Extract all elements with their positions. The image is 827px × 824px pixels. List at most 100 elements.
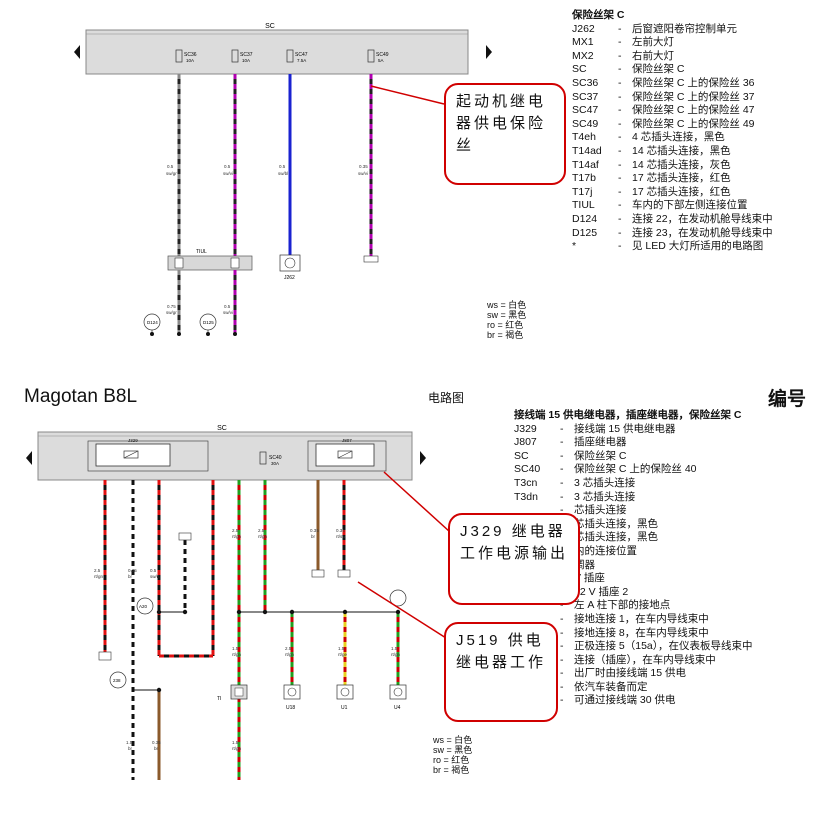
fuse-sc47: SC47 7.5A [286,49,308,63]
legend-desc: 4 芯插头连接，黑色 [632,131,725,144]
legend-code: J329 [514,422,537,435]
legend-code: SC40 [514,463,541,476]
legend-row: SC36-保险丝架 C 上的保险丝 36 [572,77,773,91]
legend-dash: - [618,240,622,253]
legend-desc: 正极连接 5（15a），在仪表板导线束中 [574,640,753,653]
legend-code: MX1 [572,36,594,49]
legend-dash: - [618,172,622,185]
svg-text:U4: U4 [394,705,401,711]
legend-dash: - [560,653,564,666]
ground-238 [109,671,127,689]
legend-dash: - [618,36,622,49]
legend-dash: - [560,667,564,680]
svg-text:0.5: 0.5 [224,164,231,169]
legend-desc: 接线端 15 供电继电器 [574,422,676,435]
svg-text:D124: D124 [147,320,158,325]
legend-desc: 左前大灯 [632,36,674,49]
legend-desc: 保险丝架 C 上的保险丝 36 [632,76,755,89]
legend-desc: 保险丝架 C 上的保险丝 37 [632,90,755,103]
legend-desc: 左 A 柱下部的接地点 [574,599,671,612]
legend-row: -连接（插座），在车内导线束中 [514,654,753,668]
svg-text:rt/gn: rt/gn [391,652,401,657]
legend-dash: - [618,76,622,89]
svg-text:J807: J807 [342,438,352,443]
svg-text:0.35: 0.35 [336,528,345,533]
scroll-left-arrow-top [74,45,80,59]
svg-text:br: br [311,534,316,539]
svg-text:1.5: 1.5 [391,646,398,651]
legend-desc: 连接（插座），在车内导线束中 [574,653,716,666]
legend-row: -左 A 柱下部的接地点 [514,599,753,613]
legend-dash: - [560,626,564,639]
component-u1: U1 [336,684,354,711]
svg-text:rt/ge: rt/ge [338,652,348,657]
legend-row: -出厂时由接线端 15 供电 [514,667,753,681]
fuse-sc36: SC36 10A [175,49,197,63]
legend-row: -正极连接 5（15a），在仪表板导线束中 [514,640,753,654]
legend-dash: - [618,158,622,171]
legend-desc: 车内的下部左侧连接位置 [632,199,748,212]
svg-text:SC49: SC49 [376,52,389,58]
legend-code: SC [572,63,587,76]
legend-dash: - [560,463,564,476]
legend-row: -接地连接 8，在车内导线束中 [514,627,753,641]
legend-row: T4eh-4 芯插头连接，黑色 [572,131,773,145]
fuse-sc40 [259,451,267,465]
svg-text:10A: 10A [242,58,250,63]
svg-text:sw/vi: sw/vi [223,310,233,315]
legend-dash: - [618,117,622,130]
legend-row: D124-连接 22，在发动机舱导线束中 [572,213,773,227]
svg-text:rt/gn: rt/gn [232,534,242,539]
legend-desc: 见 LED 大灯所适用的电路图 [632,240,764,253]
legend-desc: 芯插头连接，黑色 [574,531,658,544]
svg-text:2.5: 2.5 [94,568,101,573]
legend-desc: 3 芯插头连接 [574,490,636,503]
legend-dash: - [618,144,622,157]
legend-code: SC47 [572,104,599,117]
legend-desc: V 插座 [574,572,605,585]
relay-j807 [315,443,375,467]
legend-row: SC49-保险丝架 C 上的保险丝 49 [572,118,773,132]
svg-text:0.5: 0.5 [279,164,286,169]
legend-dash: - [618,212,622,225]
legend-code: J807 [514,436,537,449]
svg-text:J329: J329 [128,438,138,443]
svg-text:br: br [128,574,133,579]
legend-dash: - [560,449,564,462]
svg-text:238: 238 [113,678,121,683]
svg-text:U1: U1 [341,705,348,711]
legend-code: T4eh [572,131,596,144]
legend-dash: - [618,199,622,212]
svg-text:SC47: SC47 [295,52,308,58]
legend-dash: - [560,490,564,503]
legend-code: D125 [572,226,598,239]
legend-desc: 14 芯插头连接，黑色 [632,144,731,157]
legend-desc: 保险丝架 C 上的保险丝 40 [574,463,697,476]
svg-text:TI: TI [217,696,221,702]
svg-text:1.5: 1.5 [126,740,133,745]
svg-text:br: br [128,746,133,751]
bus-label-top: SC [265,23,275,30]
legend-bottom-header: 接线端 15 供电继电器，插座继电器，保险丝架 C [514,409,742,421]
svg-text:sw/gr: sw/gr [166,310,177,315]
svg-text:rt/gn: rt/gn [258,534,268,539]
legend-desc: 保险丝架 C [574,449,627,462]
legend-desc: 芯插头连接，黑色 [574,517,658,530]
svg-text:0.35: 0.35 [359,164,368,169]
diagram-label: 电路图 [428,391,465,405]
legend-row: SC37-保险丝架 C 上的保险丝 37 [572,91,773,105]
legend-dash: - [618,226,622,239]
model-title: Magotan B8L [24,386,138,407]
legend-dash: - [618,185,622,198]
callout-pointer-1 [383,471,451,533]
legend-code: T3dn [514,490,538,503]
legend-row: J807-插座继电器 [514,436,753,450]
legend-desc: 接地连接 8，在车内导线束中 [574,626,709,639]
legend-dash: - [560,422,564,435]
legend-row: J329 -接线端 15 供电继电器 [514,423,753,437]
svg-text:rt/gn: rt/gn [232,652,242,657]
legend-desc: 连接 23，在发动机舱导线束中 [632,226,773,239]
legend-header: 保险丝架 C [572,9,625,21]
